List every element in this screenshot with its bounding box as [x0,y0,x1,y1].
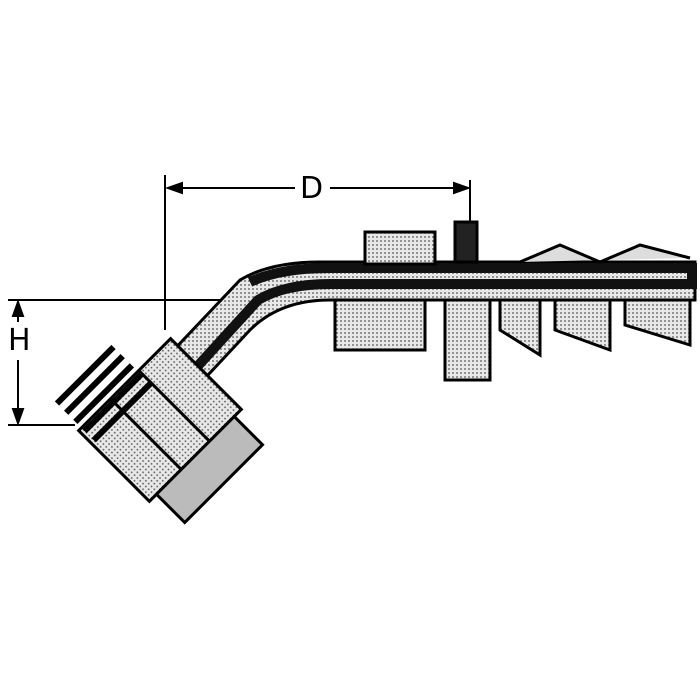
dimension-d [164,175,471,330]
swivel-nut [76,336,265,525]
fitting-body [147,220,697,408]
dimension-h [8,299,235,426]
thread [54,344,153,443]
dimension-label-d: D [300,171,324,206]
dimension-label-h: H [8,323,31,358]
